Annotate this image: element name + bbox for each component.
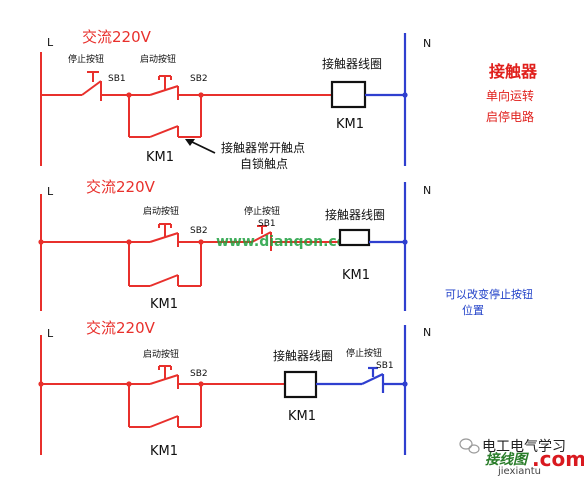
start-button-sb2 <box>129 75 179 100</box>
coil-label-1: 接触器线圈 <box>322 56 382 71</box>
live-label-1: L <box>47 36 54 49</box>
watermark-brand: 电工电气学习 <box>482 439 566 455</box>
annotation-line-1: 接触器常开触点 <box>221 140 305 155</box>
watermark-url: www.dianqon.com <box>216 234 361 250</box>
stop-button-sb1 <box>81 71 102 101</box>
neutral-label-1: N <box>423 37 431 50</box>
hold-contact-km1-3 <box>128 384 202 428</box>
hold-contact-tag-1: KM1 <box>146 150 174 165</box>
watermark-logo: 电工电气学习 接线图 .com jiexiantu <box>459 438 584 477</box>
hold-contact-tag-3: KM1 <box>150 444 178 459</box>
coil-km1-2 <box>338 228 371 247</box>
stop-button-label-3: 停止按钮 <box>346 347 382 359</box>
coil-tag-2: KM1 <box>342 268 370 283</box>
start-button-label-3: 启动按钮 <box>143 348 179 360</box>
stop-button-label-1: 停止按钮 <box>68 53 104 65</box>
stop-button-label-2: 停止按钮 <box>244 205 280 217</box>
side-note: 可以改变停止按钮 位置 <box>445 287 533 317</box>
hold-contact-km1-2 <box>128 242 202 287</box>
side-title-line-1: 接触器 <box>489 62 538 81</box>
side-note-line-2: 位置 <box>462 303 484 317</box>
stop-button-sb1-3 <box>361 366 385 393</box>
side-title: 接触器 单向运转 启停电路 <box>486 62 538 124</box>
coil-km1-1 <box>330 80 367 109</box>
hold-contact-km1-1 <box>128 95 202 138</box>
neutral-label-2: N <box>423 184 431 197</box>
circuit-2: L 交流220V 启动按钮 SB2 KM1 <box>38 178 431 312</box>
start-button-tag-3: SB2 <box>190 369 208 379</box>
junction-2a <box>38 239 44 245</box>
source-label-2: 交流220V <box>86 178 156 196</box>
chat-bubble-icon <box>459 438 480 454</box>
watermark-logo-com: .com <box>532 447 584 471</box>
coil-tag-1: KM1 <box>336 117 364 132</box>
coil-label-2: 接触器线圈 <box>325 207 385 222</box>
hold-contact-tag-2: KM1 <box>150 297 178 312</box>
circuit-1: L 交流220V 停止按钮 SB1 启动按钮 SB2 <box>40 28 431 171</box>
start-button-tag-1: SB2 <box>190 74 208 84</box>
start-button-sb2-3 <box>129 365 179 389</box>
coil-label-3: 接触器线圈 <box>273 348 333 363</box>
annotation-arrow-icon <box>185 139 216 154</box>
start-button-label-1: 启动按钮 <box>140 53 176 65</box>
stop-button-tag-2: SB1 <box>258 219 276 229</box>
annotation-line-2: 自锁触点 <box>240 156 288 171</box>
circuit-3: L 交流220V 启动按钮 SB2 KM1 <box>38 319 431 459</box>
junction-3a <box>38 381 44 387</box>
watermark-logo-text: 接线图 <box>485 451 529 468</box>
neutral-label-3: N <box>423 326 431 339</box>
coil-tag-3: KM1 <box>288 409 316 424</box>
side-title-line-3: 启停电路 <box>486 109 534 124</box>
stop-button-tag-3: SB1 <box>376 361 394 371</box>
start-button-label-2: 启动按钮 <box>143 205 179 217</box>
side-title-line-2: 单向运转 <box>486 88 534 103</box>
live-label-3: L <box>47 327 54 340</box>
live-label-2: L <box>47 185 54 198</box>
side-note-line-1: 可以改变停止按钮 <box>445 287 533 301</box>
start-button-sb2-2 <box>129 223 179 247</box>
watermark-logo-sub: jiexiantu <box>497 466 541 477</box>
source-label-3: 交流220V <box>86 319 156 337</box>
start-button-tag-2: SB2 <box>190 226 208 236</box>
source-label-1: 交流220V <box>82 28 152 46</box>
coil-km1-3 <box>283 370 318 399</box>
stop-button-tag-1: SB1 <box>108 74 126 84</box>
